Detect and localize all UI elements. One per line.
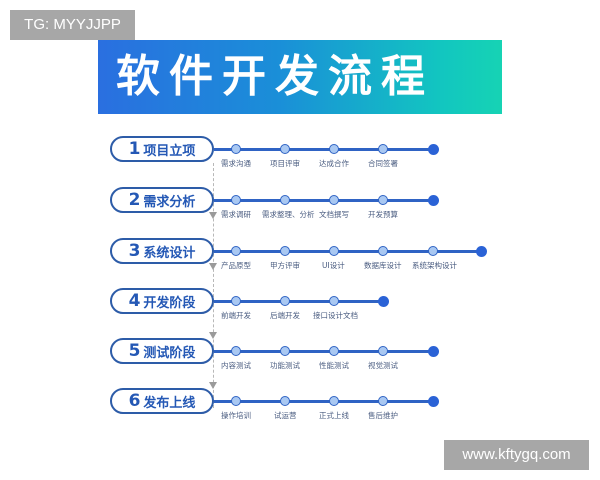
step-label: 视觉测试 [368, 361, 398, 370]
step-node [378, 346, 388, 356]
step-node [329, 296, 339, 306]
stage-pill: 1 项目立项 [110, 136, 214, 162]
stage-pill: 5 测试阶段 [110, 338, 214, 364]
step-label: 需求整理、分析 [262, 210, 315, 219]
timeline-line [214, 400, 434, 403]
stage-row-3: 3 系统设计 产品原型 甲方评审 UI设计 数据库设计 系统架构设计 [0, 238, 600, 278]
page-title: 软件开发流程 [116, 51, 434, 102]
step-node [280, 144, 290, 154]
step-label: 系统架构设计 [412, 261, 457, 270]
stage-number: 1 [128, 139, 141, 159]
step-label: 接口设计文档 [313, 311, 358, 320]
step-node [231, 346, 241, 356]
stage-row-2: 2 需求分析 需求调研 需求整理、分析 文档撰写 开发预算 [0, 187, 600, 227]
step-node [378, 144, 388, 154]
step-node [329, 396, 339, 406]
step-node [378, 396, 388, 406]
step-node [329, 246, 339, 256]
watermark-top: TG: MYYJJPP [10, 10, 135, 40]
step-node [280, 246, 290, 256]
stage-number: 6 [128, 391, 141, 411]
step-node [428, 246, 438, 256]
step-label: 合同签署 [368, 159, 398, 168]
timeline-line [214, 250, 482, 253]
end-node [428, 396, 439, 407]
stage-pill: 2 需求分析 [110, 187, 214, 213]
stage-row-1: 1 项目立项 需求沟通 项目评审 达成合作 合同签署 [0, 136, 600, 176]
end-node [428, 195, 439, 206]
timeline-line [214, 148, 434, 151]
step-label: 文档撰写 [319, 210, 349, 219]
step-node [329, 144, 339, 154]
stage-number: 2 [128, 190, 141, 210]
timeline-line [214, 199, 434, 202]
step-label: 试运营 [274, 411, 297, 420]
stage-pill: 3 系统设计 [110, 238, 214, 264]
step-node [280, 296, 290, 306]
stage-label: 开发阶段 [143, 295, 196, 311]
timeline-line [214, 300, 384, 303]
arrow-down-icon [209, 382, 217, 389]
step-node [231, 195, 241, 205]
step-label: 后端开发 [270, 311, 300, 320]
stage-number: 3 [128, 241, 141, 261]
stage-row-5: 5 测试阶段 内容测试 功能测试 性能测试 视觉测试 [0, 338, 600, 378]
step-label: 开发预算 [368, 210, 398, 219]
stage-label: 发布上线 [143, 395, 196, 411]
stage-label: 需求分析 [143, 194, 196, 210]
stage-row-6: 6 发布上线 操作培训 试运营 正式上线 售后维护 [0, 388, 600, 428]
arrow-down-icon [209, 212, 217, 219]
stage-row-4: 4 开发阶段 前端开发 后端开发 接口设计文档 [0, 288, 600, 328]
arrow-down-icon [209, 263, 217, 270]
step-node [280, 346, 290, 356]
step-label: 产品原型 [221, 261, 251, 270]
stage-label: 项目立项 [143, 143, 196, 159]
timeline-line [214, 350, 434, 353]
end-node [428, 144, 439, 155]
step-label: 性能测试 [319, 361, 349, 370]
end-node [476, 246, 487, 257]
step-node [231, 396, 241, 406]
stage-label: 测试阶段 [143, 345, 196, 361]
step-label: 功能测试 [270, 361, 300, 370]
step-label: 前端开发 [221, 311, 251, 320]
step-label: 需求沟通 [221, 159, 251, 168]
stage-label: 系统设计 [143, 245, 196, 261]
step-label: 甲方评审 [270, 261, 300, 270]
step-node [280, 396, 290, 406]
arrow-down-icon [209, 332, 217, 339]
step-label: UI设计 [322, 261, 345, 270]
dashed-connector [213, 163, 214, 408]
step-label: 项目评审 [270, 159, 300, 168]
step-label: 内容测试 [221, 361, 251, 370]
step-node [329, 195, 339, 205]
watermark-bottom: www.kftygq.com [444, 440, 589, 470]
step-label: 操作培训 [221, 411, 251, 420]
stage-number: 5 [128, 341, 141, 361]
stage-pill: 6 发布上线 [110, 388, 214, 414]
step-label: 数据库设计 [364, 261, 402, 270]
step-node [231, 246, 241, 256]
step-label: 达成合作 [319, 159, 349, 168]
stage-pill: 4 开发阶段 [110, 288, 214, 314]
step-node [378, 195, 388, 205]
stage-number: 4 [128, 291, 141, 311]
step-label: 正式上线 [319, 411, 349, 420]
step-label: 售后维护 [368, 411, 398, 420]
step-node [378, 246, 388, 256]
step-label: 需求调研 [221, 210, 251, 219]
end-node [428, 346, 439, 357]
step-node [280, 195, 290, 205]
end-node [378, 296, 389, 307]
step-node [231, 144, 241, 154]
step-node [231, 296, 241, 306]
step-node [329, 346, 339, 356]
title-banner: 软件开发流程 [98, 40, 502, 114]
